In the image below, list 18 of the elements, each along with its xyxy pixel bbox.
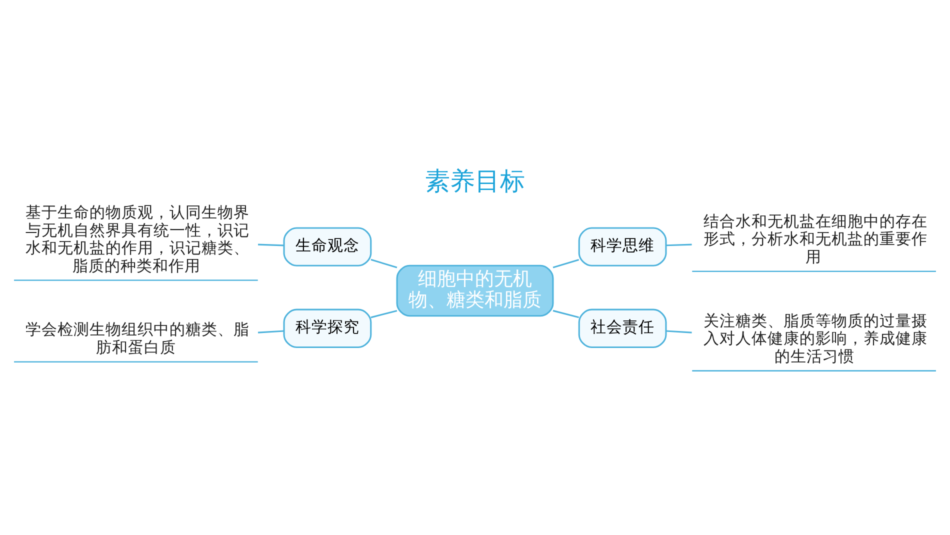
node-box: 科学思维	[578, 226, 667, 266]
connector	[258, 330, 284, 333]
connector	[666, 330, 692, 333]
node-text: 关注糖类、脂质等物质的过量摄入对人体健康的影响，养成健康的生活习惯	[704, 310, 928, 365]
node-box: 细胞中的无机物、糖类和脂质	[396, 264, 554, 316]
node-text: 基于生命的物质观，认同生物界与无机自然界具有统一性，识记水和无机盐的作用，识记糖类、脂质的种类和作用	[26, 202, 250, 274]
connector	[666, 243, 692, 246]
connector	[370, 258, 398, 268]
node-box: 生命观念	[283, 226, 372, 266]
connector	[258, 243, 284, 246]
node-text: 学会检测生物组织中的糖类、脂肪和蛋白质	[26, 319, 250, 356]
diagram-title: 素养目标	[425, 166, 525, 195]
node-box: 社会责任	[578, 308, 667, 348]
connector	[370, 309, 398, 318]
node-text: 结合水和无机盐在细胞中的存在形式，分析水和无机盐的重要作用	[704, 210, 928, 266]
connector	[552, 309, 580, 318]
connector	[552, 258, 580, 268]
node-box: 科学探究	[283, 308, 372, 348]
